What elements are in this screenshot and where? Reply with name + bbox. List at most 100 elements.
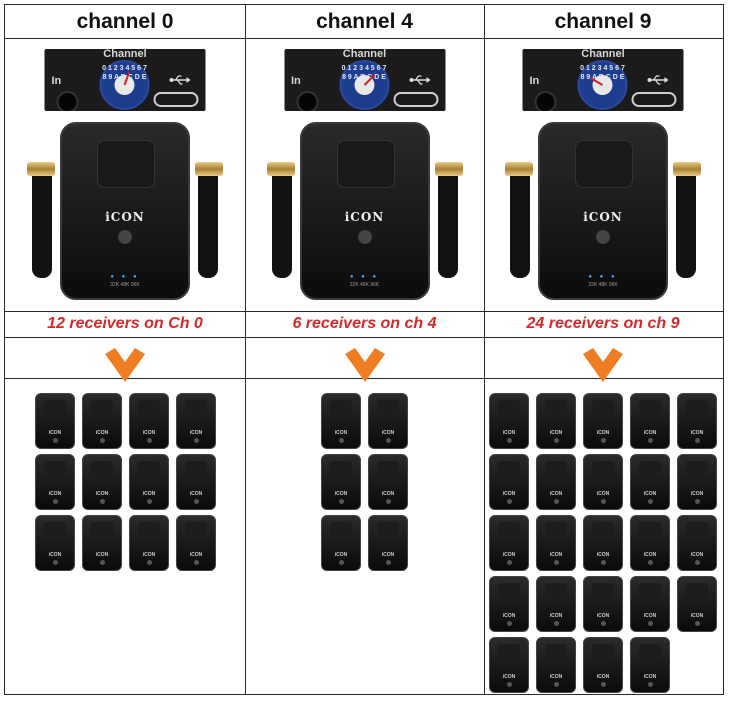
receiver-brand: iCON [643,613,657,619]
receiver-row: iCON iCON iCON iCON [484,637,722,693]
receiver-unit: iCON [583,454,623,510]
receiver-unit: iCON [176,515,216,571]
receiver-panel [44,522,66,538]
receiver-brand: iCON [95,430,109,436]
receiver-panel [498,461,520,477]
receiver-brand: iCON [381,491,395,497]
receiver-panel [686,522,708,538]
receiver-mic-icon [507,560,512,565]
receiver-mic-icon [648,499,653,504]
receiver-row: iCON iCON [245,454,484,510]
receiver-brand: iCON [549,613,563,619]
receiver-panel [91,461,113,477]
receiver-mic-icon [695,499,700,504]
channel-dial[interactable]: 0 1 2 3 4 5 6 7 8 9 A B C D E F [577,60,628,110]
receiver-brand: iCON [549,552,563,558]
receiver-mic-icon [601,682,606,687]
receiver-panel [330,522,352,538]
receiver-mic-icon [601,499,606,504]
channel-column: channel 0 Channel In 0 1 2 3 4 5 6 7 8 9… [5,5,245,694]
receiver-brand: iCON [502,430,516,436]
receiver-panel [330,461,352,477]
receiver-panel [639,644,661,660]
usb-icon [169,75,191,85]
receiver-unit: iCON [583,637,623,693]
channel-dial[interactable]: 0 1 2 3 4 5 6 7 8 9 A B C D E F [99,60,150,110]
receiver-brand: iCON [502,552,516,558]
receiver-panel [377,461,399,477]
receiver-panel [185,400,207,416]
receiver-brand: iCON [643,430,657,436]
receiver-brand: iCON [334,430,348,436]
receiver-unit: iCON [368,515,408,571]
receiver-panel [185,461,207,477]
channel-selector-panel: Channel In 0 1 2 3 4 5 6 7 8 9 A B C D E… [44,49,206,111]
antenna-left [271,162,292,278]
audio-input-jack [56,91,79,111]
receiver-mic-icon [386,438,391,443]
receiver-mic-icon [601,621,606,626]
receiver-panel [639,400,661,416]
receiver-panel [545,400,567,416]
receiver-mic-icon [339,560,344,565]
receiver-brand: iCON [95,491,109,497]
receiver-panel [686,583,708,599]
audio-input-jack [296,91,318,111]
receiver-row: iCON iCON iCON iCON iCON [484,393,722,449]
channel-header: channel 9 [554,9,652,33]
receiver-mic-icon [554,621,559,626]
receiver-brand: iCON [643,491,657,497]
mic-grille-icon [357,230,372,244]
receiver-mic-icon [554,682,559,687]
receiver-mic-icon [100,560,105,565]
receiver-brand: iCON [690,613,704,619]
receiver-count-caption: 12 receivers on Ch 0 [47,315,203,332]
receiver-mic-icon [648,560,653,565]
antenna-left [32,162,52,278]
receiver-unit: iCON [321,393,361,449]
input-label: In [291,75,301,87]
receiver-mic-icon [147,438,152,443]
receiver-brand: iCON [549,491,563,497]
receiver-unit: iCON [536,454,576,510]
status-leds: ● ● ● [588,274,618,280]
receiver-mic-icon [386,560,391,565]
receiver-unit: iCON [35,393,75,449]
receiver-mic-icon [507,499,512,504]
transmitter-brand: iCON [344,210,385,224]
channel-column: channel 9 Channel In 0 1 2 3 4 5 6 7 8 9… [484,5,722,694]
receiver-mic-icon [648,621,653,626]
receiver-panel [592,400,614,416]
receiver-unit: iCON [536,637,576,693]
receiver-panel [44,461,66,477]
receiver-unit: iCON [630,576,670,632]
receiver-row: iCON iCON iCON iCON iCON [484,454,722,510]
transmitter-image: iCON ● ● ● 32K 48K 96K [265,122,465,304]
transmitter-panel [97,140,155,188]
receiver-panel [91,522,113,538]
usb-icon [647,75,669,85]
receiver-unit: iCON [176,454,216,510]
receiver-unit: iCON [677,393,717,449]
receiver-brand: iCON [189,491,203,497]
receiver-brand: iCON [48,430,62,436]
receiver-panel [592,522,614,538]
chevron-down-icon [583,348,623,382]
channel-dial[interactable]: 0 1 2 3 4 5 6 7 8 9 A B C D E F [339,60,389,110]
receiver-mic-icon [648,682,653,687]
receiver-panel [686,461,708,477]
receiver-mic-icon [507,438,512,443]
receiver-panel [498,400,520,416]
receiver-row: iCON iCON iCON iCON [5,393,245,449]
receiver-row: iCON iCON iCON iCON iCON [484,576,722,632]
column-divider [245,5,246,694]
receiver-panel [498,644,520,660]
receiver-row: iCON iCON iCON iCON [5,515,245,571]
antenna-connector-right [434,162,463,176]
receiver-unit: iCON [489,393,529,449]
receiver-mic-icon [695,560,700,565]
antenna-connector-right [195,162,223,176]
receiver-brand: iCON [643,552,657,558]
audio-input-jack [534,91,557,111]
receiver-brand: iCON [334,491,348,497]
